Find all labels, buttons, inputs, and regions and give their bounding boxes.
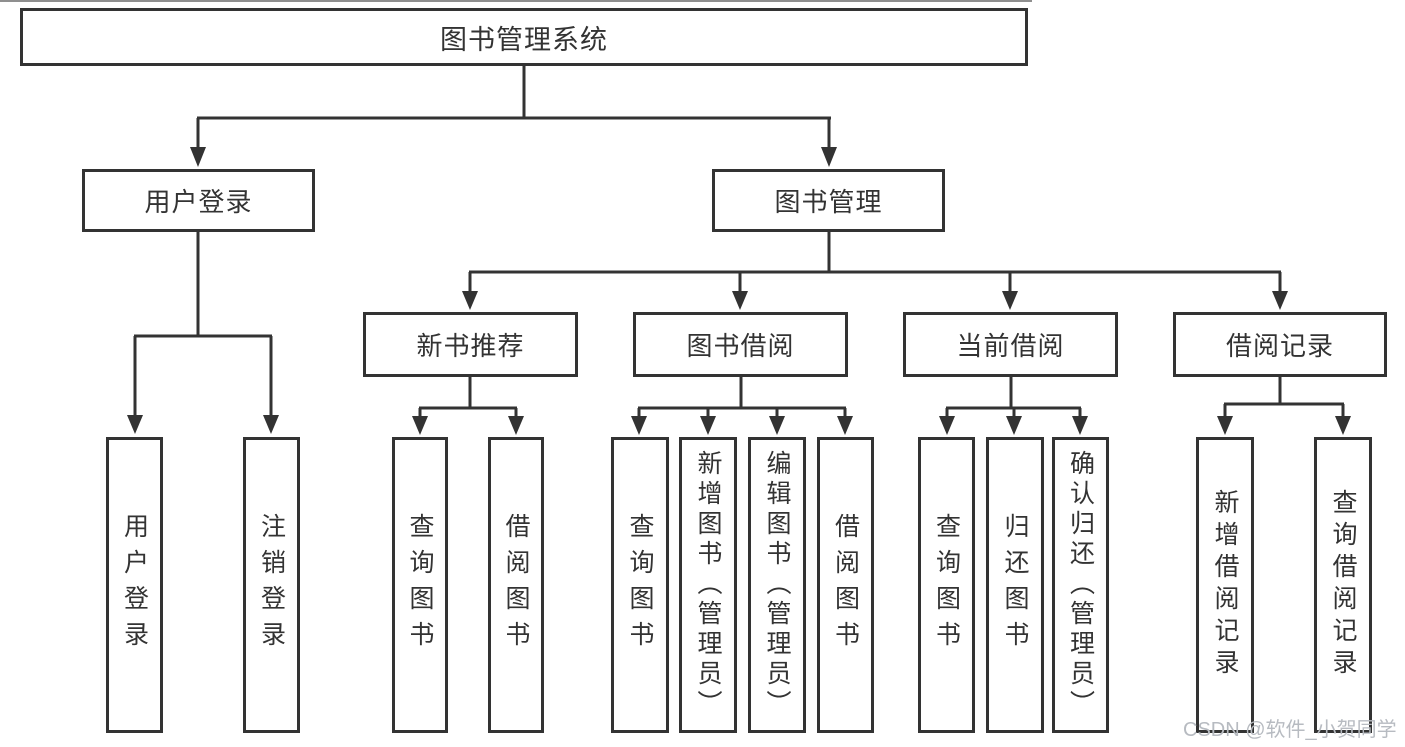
node-label: 编辑图书（管理员） (763, 450, 791, 720)
node-label: 确认归还（管理员） (1066, 450, 1095, 720)
node-label: 借阅图书 (831, 513, 860, 657)
node-label: 注销登录 (257, 513, 286, 657)
node-user-login: 用户登录 (82, 169, 315, 232)
node-label: 新增借阅记录 (1211, 489, 1239, 681)
top-border-line (0, 0, 1032, 2)
node-label: 图书管理 (774, 187, 883, 217)
node-library-management-system: 图书管理系统 (20, 8, 1028, 66)
node-label: 查询借阅记录 (1329, 489, 1357, 681)
leaf-query-borrow-record: 查询借阅记录 (1314, 437, 1372, 733)
leaf-user-login: 用户登录 (106, 437, 163, 733)
leaf-query-books-current: 查询图书 (918, 437, 975, 733)
node-new-book-recommend: 新书推荐 (363, 312, 578, 377)
node-book-management: 图书管理 (712, 169, 945, 232)
node-label: 新书推荐 (416, 331, 525, 361)
node-label: 借阅图书 (502, 513, 530, 657)
leaf-confirm-return-admin: 确认归还（管理员） (1052, 437, 1109, 733)
node-label: 查询图书 (626, 513, 654, 657)
node-label: 图书借阅 (686, 331, 795, 361)
leaf-borrow-books-recommend: 借阅图书 (488, 437, 544, 733)
node-label: 图书管理系统 (440, 24, 608, 55)
leaf-add-borrow-record: 新增借阅记录 (1196, 437, 1254, 733)
node-book-borrowing: 图书借阅 (633, 312, 848, 377)
leaf-add-books-admin: 新增图书（管理员） (679, 437, 737, 733)
leaf-edit-books-admin: 编辑图书（管理员） (748, 437, 806, 733)
leaf-logout-login: 注销登录 (243, 437, 300, 733)
arrowheads (127, 147, 1351, 435)
node-label: 归还图书 (1001, 513, 1029, 657)
node-borrowing-records: 借阅记录 (1173, 312, 1387, 377)
leaf-borrow-books-borrowing: 借阅图书 (817, 437, 874, 733)
node-label: 新增图书（管理员） (694, 450, 722, 720)
csdn-watermark: CSDN @软件_小贺同学 (1183, 719, 1397, 741)
leaf-query-books-borrowing: 查询图书 (611, 437, 669, 733)
node-label: 当前借阅 (956, 331, 1065, 361)
node-label: 用户登录 (144, 187, 253, 217)
node-current-borrowing: 当前借阅 (903, 312, 1118, 377)
node-label: 借阅记录 (1225, 331, 1334, 361)
node-label: 查询图书 (406, 513, 434, 657)
node-label: 查询图书 (932, 513, 961, 657)
leaf-query-books-recommend: 查询图书 (392, 437, 448, 733)
node-label: 用户登录 (120, 513, 149, 657)
leaf-return-books: 归还图书 (986, 437, 1044, 733)
